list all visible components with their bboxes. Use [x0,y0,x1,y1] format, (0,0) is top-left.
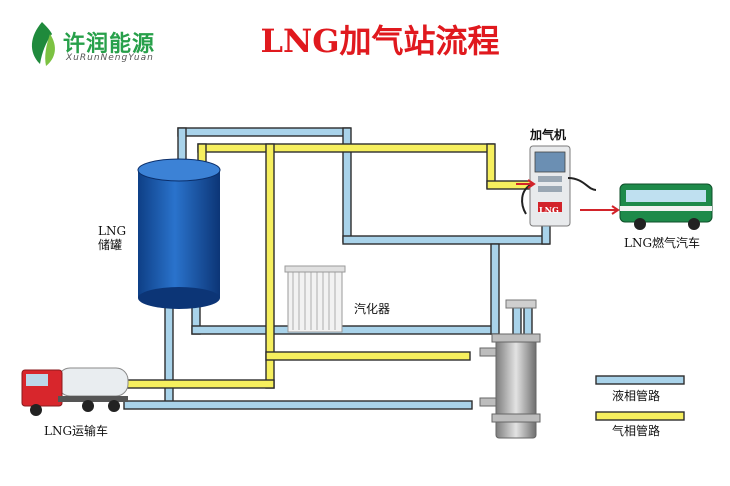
lng-storage-tank [137,158,221,309]
gas-pipe-truck [123,379,275,389]
lng-tanker-truck [21,367,129,416]
logo-leaf-icon [31,22,55,66]
arrow-dispenser-to-bus [580,205,620,215]
liquid-pipe-top [177,127,351,137]
tanker-truck-label: LNG运输车 [44,424,109,438]
dispenser-label: 加气机 [530,128,567,142]
storage-tank-label: LNG 储罐 [98,224,127,252]
gas-pipe-to-pump [265,351,471,361]
gas-pipes [123,143,536,389]
liquid-pipe-to-dispenser [342,235,550,245]
arrow-gas-to-dispenser [516,179,536,189]
gas-pipe-top [197,143,495,153]
vaporizer-label: 汽化器 [354,302,391,316]
liquid-pipe-truck-bottom [123,400,473,410]
vaporizer-unit [284,265,346,333]
logo-name: 许润能源 [63,32,156,57]
legend-gas-swatch [595,411,685,421]
liquid-pipe-tank-bottom-left [164,301,174,407]
legend-gas-label: 气相管路 [612,424,661,438]
lng-bus [619,183,713,230]
dispenser-machine [521,145,597,227]
liquid-pipe-pump-riser [490,243,500,335]
dispenser-brand-label: LNG [539,205,559,215]
logo-pinyin: XuRunNengYuan [66,53,154,63]
legend [595,375,685,421]
liquid-pipe-to-pump [191,325,499,335]
bus-label: LNG燃气汽车 [624,236,701,250]
legend-liquid-swatch [595,375,685,385]
page-title: LNG加气站流程 [260,22,500,60]
legend-liquid-label: 液相管路 [612,389,661,403]
pump-cylinder [479,299,541,439]
